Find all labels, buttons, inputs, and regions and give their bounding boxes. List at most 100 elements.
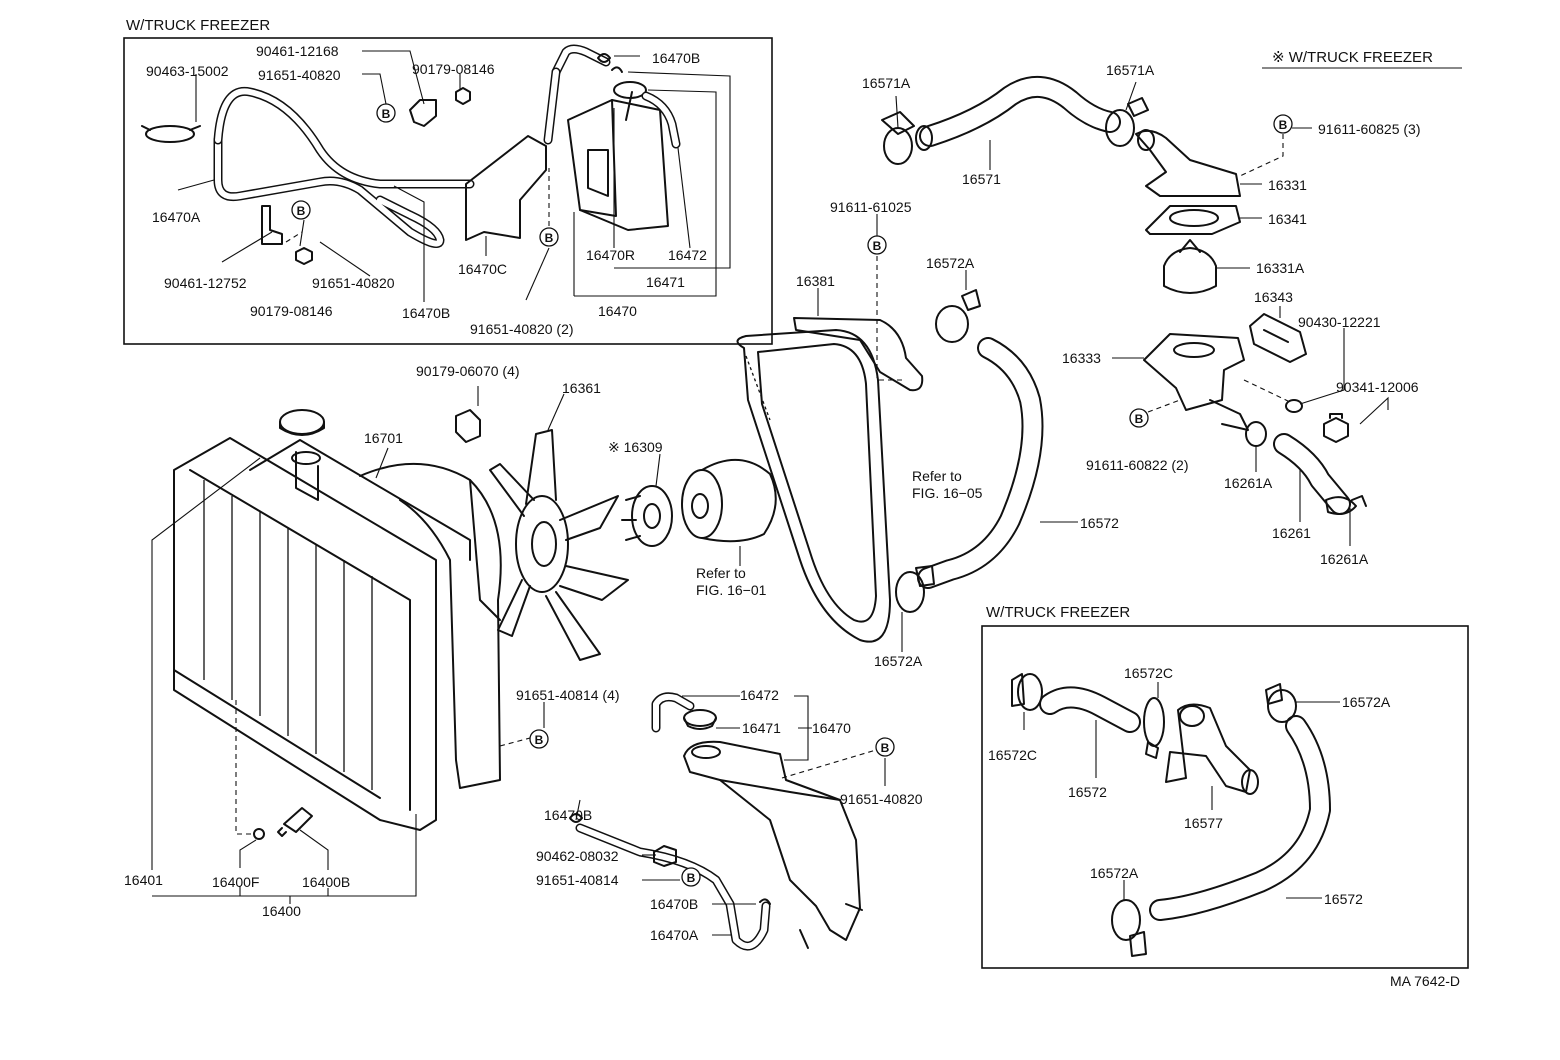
label-16472-top: 16472 <box>668 247 707 263</box>
nut-90179-06070 <box>455 409 481 443</box>
gasket-16343 <box>1249 313 1307 363</box>
drain-cock-16400F <box>253 828 265 840</box>
svg-text:B: B <box>382 107 391 121</box>
label-16470B-bottom: 16470B <box>544 807 592 823</box>
label-16343: 16343 <box>1254 289 1293 305</box>
label-16572-box: 16572 <box>1068 784 1107 800</box>
label-16309: ※ 16309 <box>608 439 663 455</box>
label-90179-06070-4: 90179-06070 (4) <box>416 363 520 379</box>
label-16470A-top: 16470A <box>152 209 201 225</box>
label-16261: 16261 <box>1272 525 1311 541</box>
label-16401: 16401 <box>124 872 163 888</box>
hose-clamp-16572A-bottom <box>895 565 935 613</box>
drain-plug-90341-12006 <box>1323 413 1349 443</box>
fluid-coupling-16309 <box>621 485 673 547</box>
label-90179-08146-bottom: 90179-08146 <box>250 303 333 319</box>
label-16331A: 16331A <box>1256 260 1305 276</box>
hose-clamp-90463 <box>141 125 201 143</box>
label-90461-12752: 90461-12752 <box>164 275 247 291</box>
label-16400B: 16400B <box>302 874 350 890</box>
overflow-hose-top <box>213 86 475 249</box>
label-16470C: 16470C <box>458 261 507 277</box>
hose-clamp-16572C-right <box>1143 697 1165 759</box>
label-16470A-low: 16470A <box>650 927 699 943</box>
ref-fig-16-01-line2: FIG. 16−01 <box>696 582 767 598</box>
truck-freezer-top-box <box>123 37 773 345</box>
label-16572A-top: 16572A <box>926 255 975 271</box>
label-90462-08032: 90462-08032 <box>536 848 619 864</box>
svg-text:B: B <box>545 231 554 245</box>
label-90179-08146-top: 90179-08146 <box>412 61 495 77</box>
svg-text:B: B <box>297 204 306 218</box>
hose-16572-box-lower <box>1149 715 1331 921</box>
gasket-90430-12221 <box>1285 399 1303 413</box>
label-90463-15002: 90463-15002 <box>146 63 229 79</box>
bolt-symbol-b-7: B <box>529 729 549 749</box>
water-outlet-16577 <box>1165 703 1259 795</box>
svg-text:B: B <box>535 733 544 747</box>
label-16572C-top: 16572C <box>1124 665 1173 681</box>
radiator-hose-16571 <box>915 75 1121 151</box>
hose-clip-16470B-bottom <box>569 813 771 905</box>
label-16572-mid: 16572 <box>1080 515 1119 531</box>
hose-clamp-16261A-bottom <box>1325 495 1367 515</box>
label-16572A-box-bottom: 16572A <box>1090 865 1139 881</box>
label-16571: 16571 <box>962 171 1001 187</box>
label-91651-40814: 91651-40814 <box>536 872 619 888</box>
fan-shroud-16701 <box>359 462 502 789</box>
label-16471-bottom: 16471 <box>742 720 781 736</box>
gasket-16341 <box>1145 205 1241 235</box>
label-16331: 16331 <box>1268 177 1307 193</box>
label-16400F: 16400F <box>212 874 259 890</box>
hose-clamp-16571A-right <box>1105 97 1149 147</box>
label-90430-12221: 90430-12221 <box>1298 314 1381 330</box>
svg-text:B: B <box>1135 412 1144 426</box>
label-16381: 16381 <box>796 273 835 289</box>
label-16571A-right: 16571A <box>1106 62 1155 78</box>
svg-text:B: B <box>873 239 882 253</box>
bracket-16381 <box>793 317 924 392</box>
label-16400: 16400 <box>262 903 301 919</box>
nut-90179-08146-top <box>455 87 471 105</box>
label-91651-40814-4: 91651-40814 (4) <box>516 687 620 703</box>
label-91611-60825-3: 91611-60825 (3) <box>1318 121 1420 137</box>
fan-belt <box>736 329 891 643</box>
bolt-symbol-b-8: B <box>875 737 895 757</box>
radiator-16400 <box>173 437 471 831</box>
radiator-hose-16572-main <box>917 337 1044 589</box>
label-16471-top: 16471 <box>646 274 685 290</box>
reservoir-tank-bottom <box>683 740 863 949</box>
label-16470-bottom: 16470 <box>812 720 851 736</box>
radiator-cap <box>279 409 325 436</box>
label-16361: 16361 <box>562 380 601 396</box>
bolt-symbol-b-9: B <box>681 867 701 887</box>
label-91611-60822-2: 91611-60822 (2) <box>1086 457 1188 473</box>
label-91651-40820-top: 91651-40820 <box>258 67 341 83</box>
reservoir-cap-16471 <box>683 709 717 730</box>
label-91651-40820-2: 91651-40820 (2) <box>470 321 574 337</box>
water-outlet-16331 <box>1135 129 1241 197</box>
bolt-symbol-b-5: B <box>1129 408 1149 428</box>
label-16470B-top: 16470B <box>652 50 700 66</box>
label-16470B-low: 16470B <box>650 896 698 912</box>
hose-clamp-16571A-left <box>881 111 915 165</box>
hose-clip-16470B-top <box>597 53 623 73</box>
cooling-fan-16361 <box>489 429 629 661</box>
label-16261A-bottom: 16261A <box>1320 551 1369 567</box>
hose-clamp-16572A-top <box>935 289 981 343</box>
ref-fig-16-05-line2: FIG. 16−05 <box>912 485 983 501</box>
hose-clamp-16261A-top <box>1245 421 1267 447</box>
bypass-hose-16261 <box>1273 433 1351 515</box>
hose-16572-box-upper <box>1039 686 1141 733</box>
ref-fig-16-01-line1: Refer to <box>696 565 746 581</box>
bracket-90461-12752 <box>261 205 283 245</box>
label-16341: 16341 <box>1268 211 1307 227</box>
drain-plug-16400B <box>277 807 313 837</box>
drawing-code: MA 7642-D <box>1390 973 1460 989</box>
label-91651-40820-bottom: 91651-40820 <box>840 791 923 807</box>
label-16572A-mid: 16572A <box>874 653 923 669</box>
bolt-symbol-b-6: B <box>867 235 887 255</box>
label-16577: 16577 <box>1184 815 1223 831</box>
bolt-symbol-b-3: B <box>539 227 559 247</box>
